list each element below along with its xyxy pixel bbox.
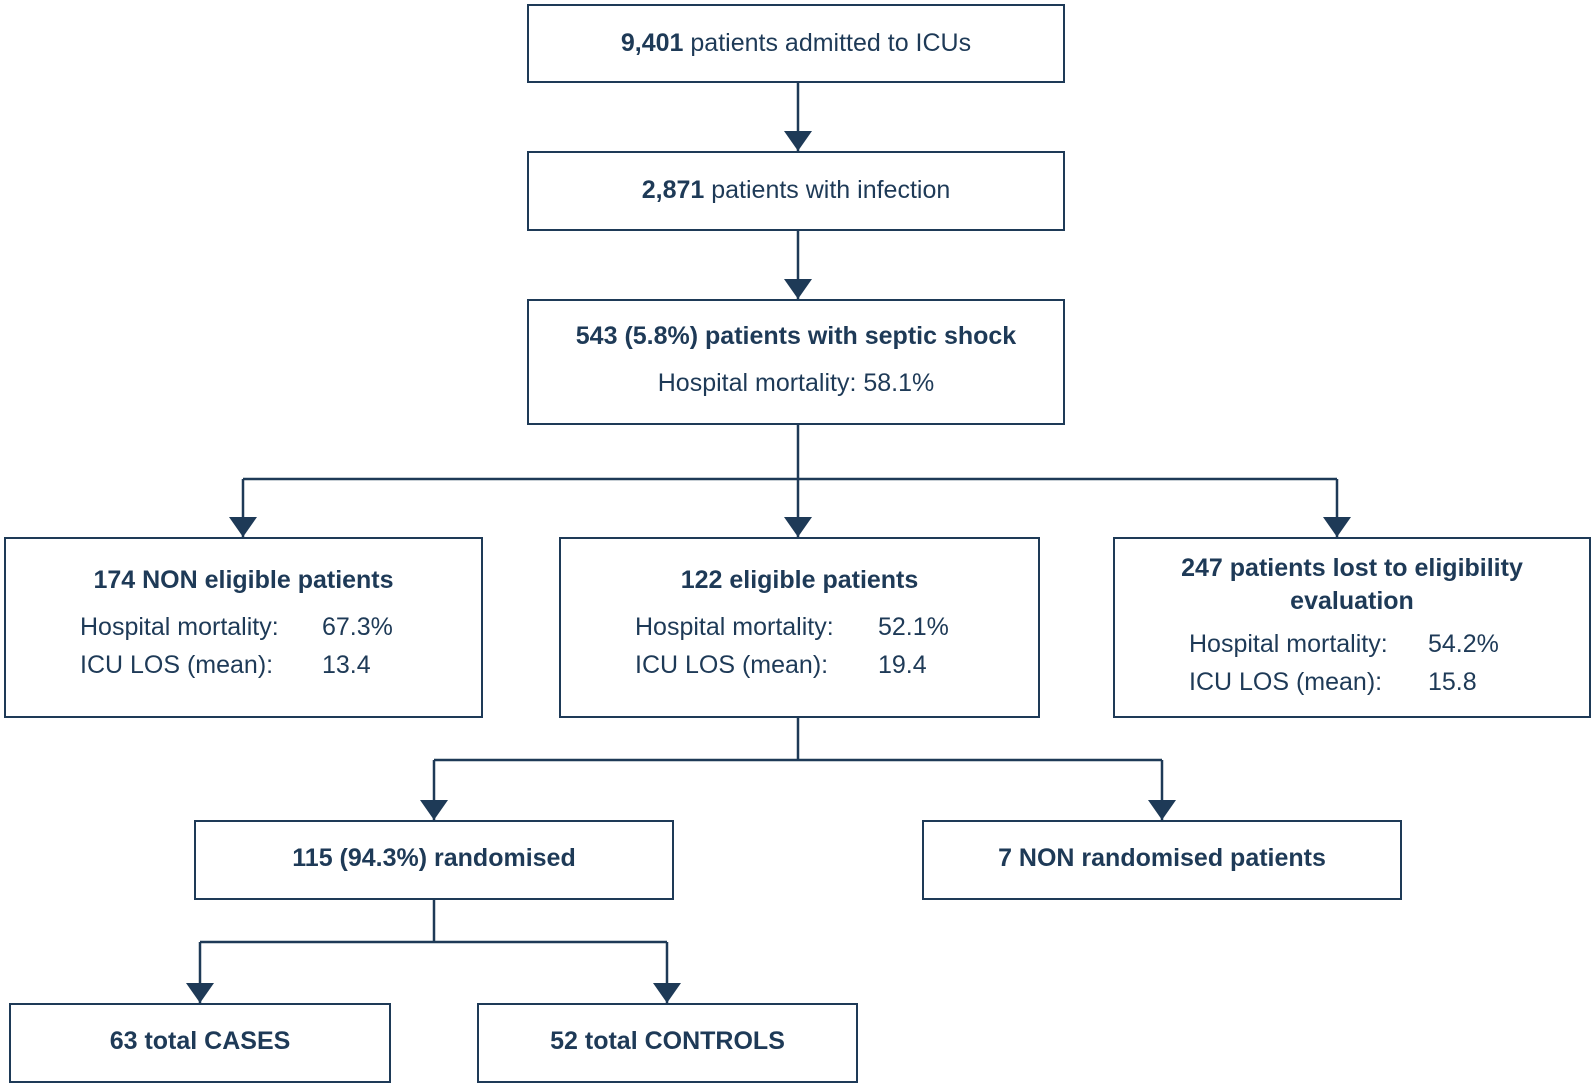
lost-eligibility-title-line2: evaluation <box>1290 587 1414 615</box>
eligible-mortality-label: Hospital mortality: <box>635 613 834 641</box>
eligible-mortality-value: 52.1% <box>878 613 949 641</box>
infection-line: 2,871 patients with infection <box>529 176 1063 205</box>
eligible-title: 122 eligible patients <box>680 566 919 594</box>
admitted-count: 9,401 <box>620 29 684 57</box>
randomised-box: 115 (94.3%) randomised <box>194 820 674 900</box>
septic-shock-title: 543 (5.8%) patients with septic shock <box>575 322 1017 350</box>
lost-eligibility-title-line1: 247 patients lost to eligibility <box>1181 554 1523 582</box>
arrowhead-non-eligible <box>229 517 257 537</box>
lost-eligibility-los-label: ICU LOS (mean): <box>1189 668 1383 696</box>
admitted-text: patients admitted to ICUs <box>690 29 972 57</box>
non-eligible-title: 174 NON eligible patients <box>93 566 394 594</box>
non-eligible-los-value: 13.4 <box>322 651 371 679</box>
cases-box: 63 total CASES <box>9 1003 391 1083</box>
lost-eligibility-los-value: 15.8 <box>1428 668 1477 696</box>
arrowhead-lost <box>1323 517 1351 537</box>
septic-shock-box: 543 (5.8%) patients with septic shock Ho… <box>527 299 1065 425</box>
arrowhead-cases <box>186 983 214 1003</box>
non-randomised-title: 7 NON randomised patients <box>998 844 1326 872</box>
eligible-los-value: 19.4 <box>878 651 927 679</box>
non-eligible-box: 174 NON eligible patients Hospital morta… <box>4 537 483 718</box>
controls-title: 52 total CONTROLS <box>550 1027 785 1055</box>
arrowhead-eligible <box>784 517 812 537</box>
cases-title: 63 total CASES <box>109 1027 291 1055</box>
arrowhead-septic <box>784 279 812 299</box>
infection-text: patients with infection <box>711 176 951 204</box>
arrowhead-infection <box>784 131 812 151</box>
arrowhead-randomised <box>420 800 448 820</box>
eligible-los-label: ICU LOS (mean): <box>635 651 829 679</box>
arrowhead-non-randomised <box>1148 800 1176 820</box>
septic-shock-mortality: Hospital mortality: 58.1% <box>657 369 935 397</box>
admitted-line: 9,401 patients admitted to ICUs <box>529 29 1063 58</box>
infection-count: 2,871 <box>641 176 705 204</box>
non-randomised-box: 7 NON randomised patients <box>922 820 1402 900</box>
lost-eligibility-mortality-label: Hospital mortality: <box>1189 630 1388 658</box>
lost-eligibility-box: 247 patients lost to eligibility evaluat… <box>1113 537 1591 718</box>
controls-box: 52 total CONTROLS <box>477 1003 858 1083</box>
non-eligible-mortality-value: 67.3% <box>322 613 393 641</box>
admitted-box: 9,401 patients admitted to ICUs <box>527 4 1065 83</box>
eligible-box: 122 eligible patients Hospital mortality… <box>559 537 1040 718</box>
arrowhead-controls <box>653 983 681 1003</box>
randomised-title: 115 (94.3%) randomised <box>292 844 576 872</box>
infection-box: 2,871 patients with infection <box>527 151 1065 231</box>
non-eligible-los-label: ICU LOS (mean): <box>80 651 274 679</box>
non-eligible-mortality-label: Hospital mortality: <box>80 613 279 641</box>
lost-eligibility-mortality-value: 54.2% <box>1428 630 1499 658</box>
